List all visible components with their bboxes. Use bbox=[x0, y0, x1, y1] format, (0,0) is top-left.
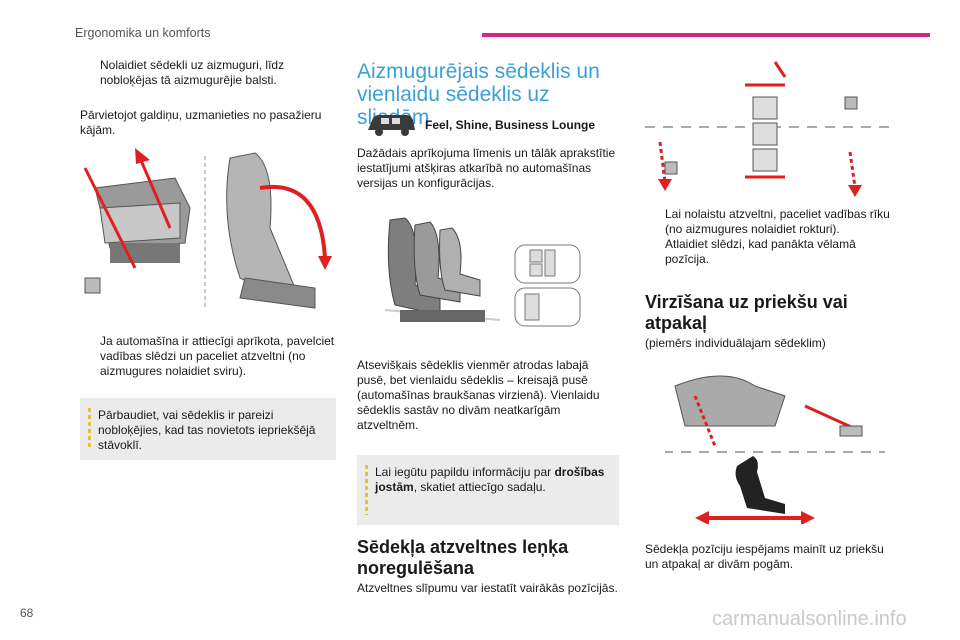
paragraph: Dažādais aprīkojuma līmenis un tālāk apr… bbox=[357, 146, 616, 190]
section-heading: Virzīšana uz priekšu vai atpakaļ bbox=[645, 292, 905, 334]
bullet-marker bbox=[80, 58, 90, 88]
note-text-bold: drošības jostām bbox=[375, 465, 605, 494]
backrest-adjust-illustration bbox=[645, 57, 895, 197]
note-text: Pārbaudiet, vai sēdeklis ir pareizi nobl… bbox=[98, 408, 316, 452]
bullet-text: Atlaidiet slēdzi, kad panākta vēlamā poz… bbox=[665, 237, 856, 266]
subtitle: (piemērs individuālajam sēdeklim) bbox=[645, 336, 826, 350]
seat-slide-illustration bbox=[665, 356, 885, 524]
section-heading: Sēdekļa atzveltnes leņķa noregulēšana bbox=[357, 537, 622, 579]
vehicle-icon bbox=[365, 112, 417, 138]
bullet-marker bbox=[645, 237, 655, 267]
rear-seats-illustration bbox=[380, 210, 610, 340]
bullet-text: Ja automašīna ir attiecīgi aprīkota, pav… bbox=[100, 334, 335, 378]
armrest-illustration bbox=[80, 148, 335, 318]
trim-badge: Feel, Shine, Business Lounge bbox=[365, 112, 615, 138]
instruction-bullet: Nolaidiet sēdekli uz aizmuguri, līdz nob… bbox=[80, 58, 335, 88]
note-box: Lai iegūtu papildu informāciju par drošī… bbox=[357, 455, 619, 525]
paragraph: Atsevišķais sēdeklis vienmēr atrodas lab… bbox=[357, 358, 600, 432]
bullet-text: Nolaidiet sēdekli uz aizmuguri, līdz nob… bbox=[100, 58, 285, 87]
trim-levels: Feel, Shine, Business Lounge bbox=[425, 118, 596, 132]
heading-text: Sēdekļa atzveltnes leņķa noregulēšana bbox=[357, 537, 569, 578]
header-accent-bar bbox=[482, 33, 930, 37]
page-number: 68 bbox=[20, 606, 34, 620]
note-text-plain: Lai iegūtu papildu informāciju par bbox=[375, 465, 555, 479]
bullet-text: Lai nolaistu atzveltni, paceliet vadības… bbox=[665, 207, 890, 236]
bullet-marker bbox=[645, 207, 655, 237]
bullet-marker bbox=[80, 334, 90, 379]
heading-text: Virzīšana uz priekšu vai atpakaļ bbox=[645, 292, 848, 333]
instruction-bullet: Lai nolaistu atzveltni, paceliet vadības… bbox=[645, 207, 900, 237]
paragraph: Atzveltnes slīpumu var iestatīt vairākās… bbox=[357, 581, 618, 595]
note-text: Lai iegūtu papildu informāciju par drošī… bbox=[375, 465, 604, 494]
instruction-bullet: Atlaidiet slēdzi, kad panākta vēlamā poz… bbox=[645, 237, 900, 267]
paragraph: Pārvietojot galdiņu, uzmanieties no pasa… bbox=[80, 108, 322, 137]
instruction-bullet: Ja automašīna ir attiecīgi aprīkota, pav… bbox=[80, 334, 338, 379]
watermark: carmanualsonline.info bbox=[712, 608, 907, 630]
paragraph: Sēdekļa pozīciju iespējams mainīt uz pri… bbox=[645, 542, 884, 571]
note-box: Pārbaudiet, vai sēdeklis ir pareizi nobl… bbox=[80, 398, 336, 460]
note-text-tail: , skatiet attiecīgo sadaļu. bbox=[413, 480, 546, 494]
section-title: Ergonomika un komforts bbox=[75, 26, 211, 40]
